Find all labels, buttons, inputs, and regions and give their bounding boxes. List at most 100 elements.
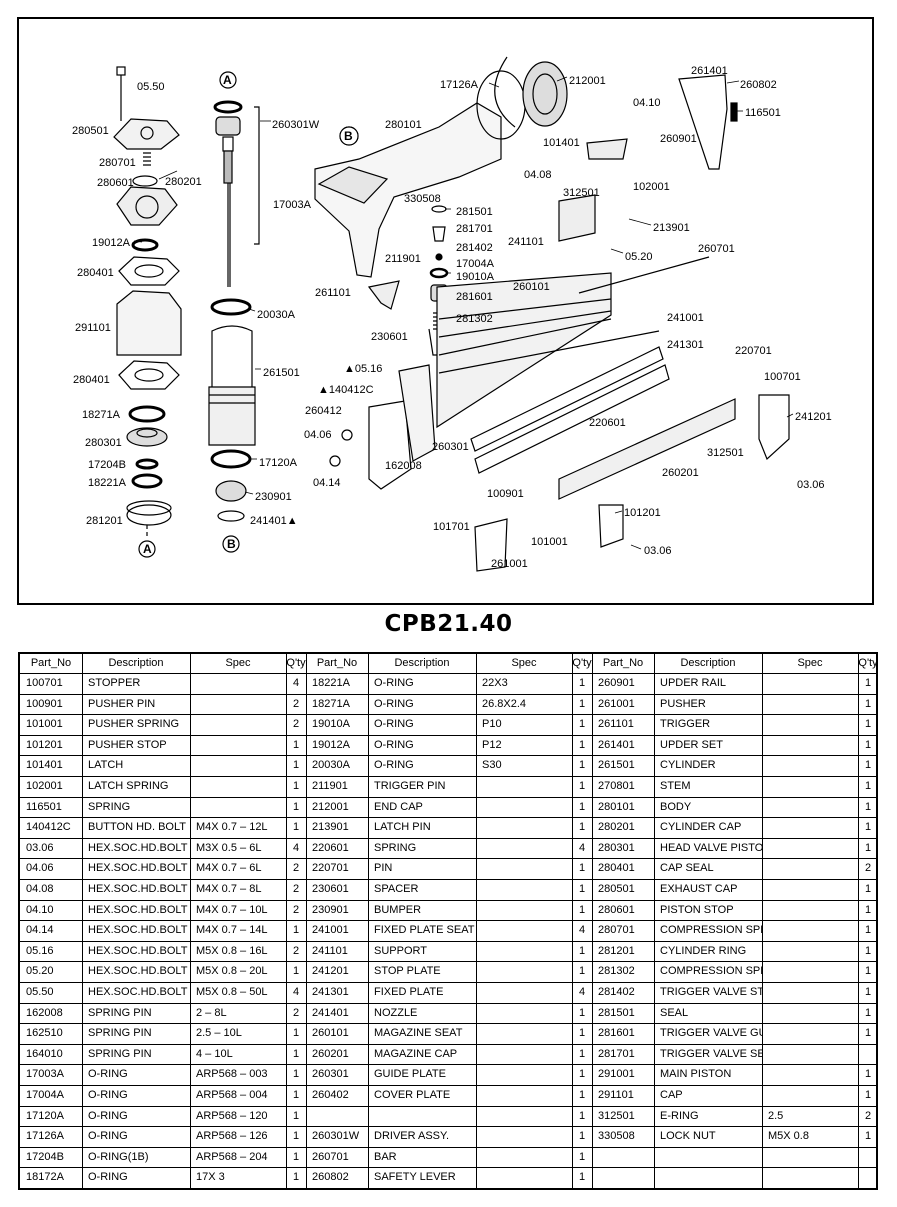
qty-cell: 1 bbox=[864, 677, 872, 689]
part-no-cell: 211901 bbox=[312, 780, 348, 792]
part-callout: 220701 bbox=[735, 345, 772, 357]
part-callout: 17120A bbox=[259, 457, 297, 469]
qty-cell: 1 bbox=[578, 738, 586, 751]
description-cell: MAGAZINE SEAT bbox=[374, 1027, 463, 1040]
part-no-cell: 162008 bbox=[26, 1006, 63, 1019]
description-cell: O-RING bbox=[374, 718, 414, 731]
spec-cell bbox=[768, 942, 858, 962]
part-callout: 241101 bbox=[508, 236, 544, 248]
qty-cell: 1 bbox=[864, 883, 872, 895]
part-no-cell: 04.06 bbox=[26, 862, 54, 875]
qty-cell: 1 bbox=[864, 1027, 872, 1040]
marker-a-top: A bbox=[223, 73, 232, 87]
part-no-cell: 17126A bbox=[26, 1130, 64, 1143]
part-callout: 05.50 bbox=[137, 81, 165, 93]
qty-cell: 1 bbox=[578, 1027, 586, 1040]
qty-cell: 1 bbox=[578, 759, 586, 772]
qty-cell: 1 bbox=[578, 800, 586, 813]
part-no-cell: 04.14 bbox=[26, 924, 54, 937]
description-cell: O-RING bbox=[88, 1068, 128, 1081]
part-no-cell: 291101 bbox=[598, 1089, 634, 1101]
part-no-cell: 291001 bbox=[598, 1068, 635, 1081]
part-callout: 312501 bbox=[563, 187, 600, 199]
qty-cell: 1 bbox=[578, 862, 586, 875]
part-no-cell: 18221A bbox=[312, 677, 350, 689]
qty-cell: 4 bbox=[578, 841, 586, 854]
header-part-no: Part_No bbox=[602, 657, 644, 669]
connection-markers bbox=[339, 126, 359, 146]
part-no-cell: 116501 bbox=[26, 800, 62, 813]
qty-cell: 1 bbox=[864, 1130, 872, 1143]
header-part-no: Part_No bbox=[30, 657, 72, 669]
qty-cell: 1 bbox=[578, 1047, 586, 1060]
part-no-cell: 101001 bbox=[26, 718, 63, 731]
description-cell: STEM bbox=[660, 780, 691, 792]
spec-cell bbox=[768, 818, 858, 838]
part-no-cell: 17204B bbox=[26, 1150, 64, 1163]
description-cell: O-RING(1B) bbox=[88, 1150, 149, 1163]
spec-cell bbox=[482, 921, 572, 941]
qty-cell: 2 bbox=[292, 883, 300, 895]
table-row bbox=[592, 1167, 876, 1188]
part-callout: 17126A bbox=[440, 79, 478, 91]
part-no-cell: 100901 bbox=[26, 697, 63, 710]
part-no-cell: 230901 bbox=[312, 903, 349, 916]
part-callout: 241201 bbox=[795, 411, 832, 423]
part-callout: 280101 bbox=[385, 119, 422, 131]
part-callout: 280201 bbox=[165, 176, 202, 188]
spec-cell bbox=[482, 1148, 572, 1168]
description-cell: BUMPER bbox=[374, 903, 422, 916]
qty-cell: 1 bbox=[292, 1068, 300, 1081]
spec-cell bbox=[482, 1086, 572, 1106]
part-callout: 04.14 bbox=[313, 477, 341, 489]
part-callout: 100901 bbox=[487, 488, 524, 500]
qty-cell: 1 bbox=[864, 944, 872, 957]
header-qty: Q'ty bbox=[572, 657, 592, 669]
qty-cell: 1 bbox=[292, 1109, 300, 1122]
part-callout: 101001 bbox=[531, 536, 568, 548]
description-cell: SPRING PIN bbox=[88, 1047, 152, 1060]
part-no-cell: 04.10 bbox=[26, 903, 54, 916]
part-callout: 312501 bbox=[707, 447, 744, 459]
header-qty: Q'ty bbox=[858, 657, 878, 669]
spec-cell bbox=[768, 1086, 858, 1106]
part-callout: 17003A bbox=[273, 199, 311, 211]
description-cell: LOCK NUT bbox=[660, 1130, 716, 1143]
spec-cell bbox=[768, 1148, 858, 1168]
spec-cell: P12 bbox=[482, 738, 502, 751]
part-callout: 241401▲ bbox=[250, 515, 298, 527]
cylinder-cap-assembly bbox=[113, 66, 182, 558]
description-cell: SEAL bbox=[660, 1006, 689, 1019]
description-cell: DRIVER ASSY. bbox=[374, 1130, 449, 1143]
spec-cell bbox=[482, 859, 572, 879]
description-cell: SUPPORT bbox=[374, 944, 427, 957]
qty-cell: 2 bbox=[292, 944, 300, 957]
header-part-no: Part_No bbox=[316, 657, 358, 669]
part-callout: 281601 bbox=[456, 291, 493, 303]
spec-cell bbox=[196, 798, 286, 818]
description-cell: CYLINDER bbox=[660, 759, 716, 772]
description-cell: HEX.SOC.HD.BOLT bbox=[88, 883, 188, 895]
part-callout: 281501 bbox=[456, 206, 493, 218]
spec-cell bbox=[482, 901, 572, 921]
spec-cell bbox=[768, 1045, 858, 1065]
